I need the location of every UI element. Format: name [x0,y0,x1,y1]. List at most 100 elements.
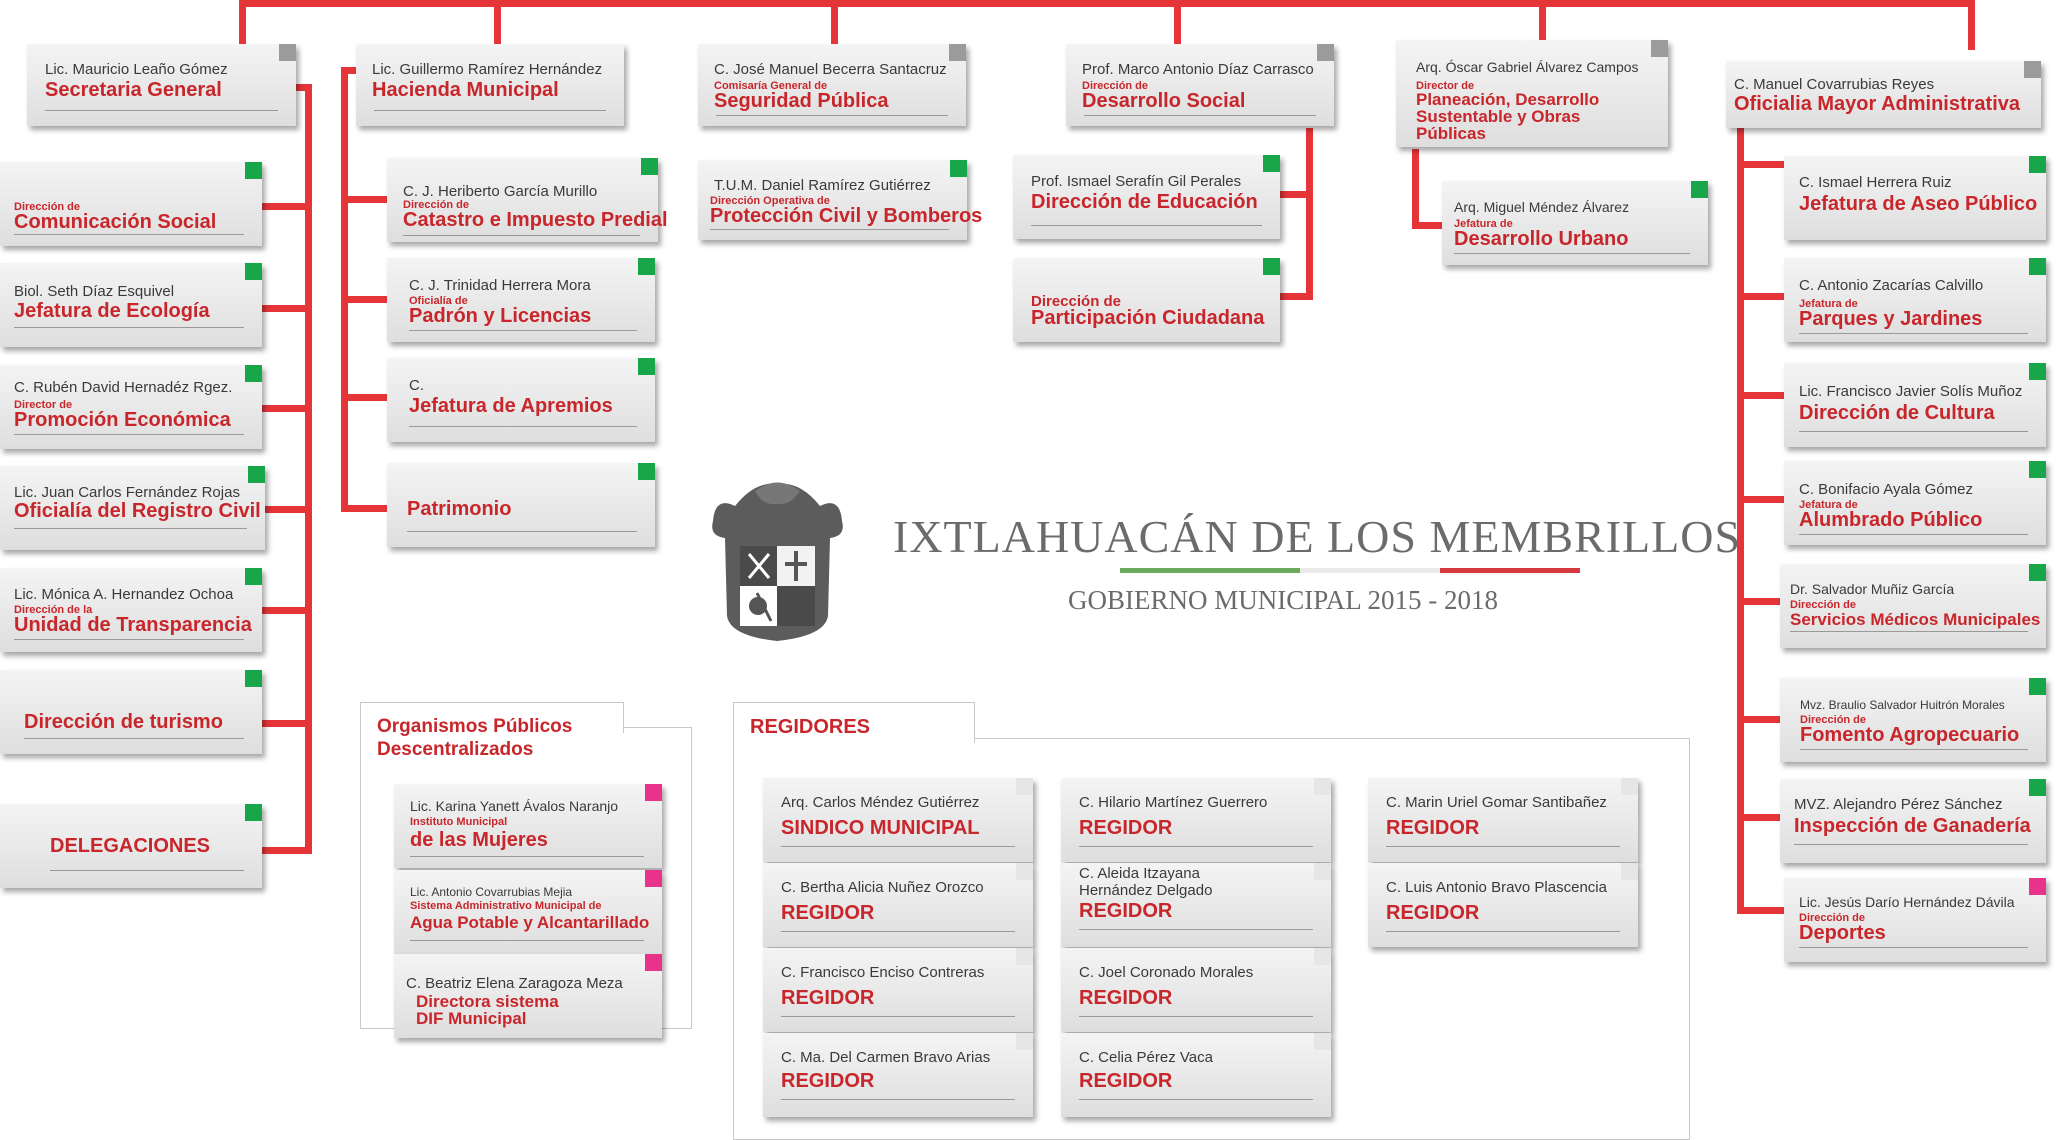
grey-marker [279,44,296,61]
box-name: Lic. Mauricio Leaño Gómez [45,61,228,78]
municipality-subtitle: GOBIERNO MUNICIPAL 2015 - 2018 [1068,585,1499,615]
regidor-name: C. Ma. Del Carmen Bravo Arias [781,1049,991,1066]
grey-marker [1621,863,1638,880]
green-marker [245,804,262,821]
green-marker [638,463,655,480]
underline [1031,225,1262,226]
underline [1794,844,2028,845]
regidor-card: C. Hilario Martínez Guerrero REGIDOR [1061,778,1331,862]
underline [410,940,644,941]
underline [409,330,637,331]
underline [403,235,640,236]
connector [262,305,312,312]
green-marker [245,263,262,280]
regidor-card: Arq. Carlos Méndez Gutiérrez SINDICO MUN… [763,778,1033,862]
box-catastro: C. J. Heriberto García Murillo Dirección… [387,158,668,242]
underline [1386,846,1620,847]
connector [239,0,246,50]
regidor-card: C. Ma. Del Carmen Bravo Arias REGIDOR [763,1033,1033,1117]
green-marker [2029,678,2046,695]
box-title: Hacienda Municipal [372,79,559,101]
box-aseo-publico: C. Ismael Herrera Ruiz Jefatura de Aseo … [1784,156,2046,240]
box-alumbrado-publico: C. Bonifacio Ayala Gómez Jefatura de Alu… [1784,461,2046,545]
box-name: MVZ. Alejandro Pérez Sánchez [1794,796,2003,813]
box-title: Dirección de Cultura [1799,402,1995,424]
underline [781,1016,1015,1017]
box-title: Seguridad Pública [714,90,889,112]
box-oficialia-mayor: C. Manuel Covarrubias Reyes Oficialia Ma… [1726,61,2041,128]
underline [1799,333,2028,334]
box-name: Prof. Marco Antonio Díaz Carrasco [1082,61,1314,78]
green-marker [2029,258,2046,275]
box-agua-potable: Lic. Antonio Covarrubias Mejia Sistema A… [394,870,662,954]
regidor-name: Arq. Carlos Méndez Gutiérrez [781,794,980,811]
box-hacienda-municipal: Lic. Guillermo Ramírez Hernández Haciend… [356,44,624,126]
box-name: Lic. Jesús Darío Hernández Dávila [1799,894,2015,910]
box-name: Arq. Óscar Gabriel Álvarez Campos [1416,59,1639,75]
connector [1280,293,1313,300]
connector [262,405,312,412]
box-subtitle: Jefatura de [1454,218,1513,230]
underline [14,639,244,640]
pink-marker [645,954,662,971]
box-subtitle: Instituto Municipal [410,816,508,828]
box-delegaciones: DELEGACIONES [0,804,262,888]
box-subtitle: Dirección de [1799,912,1866,924]
box-title: Directora sistema DIF Municipal [416,992,559,1028]
box-title: Dirección de turismo [24,711,223,733]
regidor-name: C. Celia Pérez Vaca [1079,1049,1213,1066]
green-marker [2029,156,2046,173]
regidor-role: REGIDOR [1079,817,1173,839]
box-desarrollo-urbano: Arq. Miguel Méndez Álvarez Jefatura de D… [1442,181,1708,265]
box-name: Dr. Salvador Muñiz García [1790,581,1955,597]
coat-of-arms-icon [712,482,843,641]
underline [1386,931,1620,932]
box-title: Servicios Médicos Municipales [1790,610,2041,629]
box-name: T.U.M. Daniel Ramírez Gutiérrez [714,177,931,194]
underline [1079,1016,1313,1017]
box-title: Jefatura de Apremios [409,395,613,417]
grey-marker [1621,778,1638,795]
box-patrimonio: Patrimonio [387,463,655,547]
box-title: Desarrollo Social [1082,90,1246,112]
grey-marker [949,44,966,61]
box-title: Promoción Económica [14,409,231,431]
box-subtitle: Dirección de [1082,80,1149,92]
underline [716,115,948,116]
box-title: Parques y Jardines [1799,308,1983,330]
box-subtitle: Dirección de [1790,599,1857,611]
underline [14,327,244,328]
regidores-tab: REGIDORES [733,702,975,743]
regidor-card: C. Marin Uriel Gomar Santibañez REGIDOR [1368,778,1638,862]
box-name: Lic. Antonio Covarrubias Mejia [410,885,573,899]
box-name: Lic. Juan Carlos Fernández Rojas [14,484,240,501]
box-fomento-agropecuario: Mvz. Braulio Salvador Huitrón Morales Di… [1780,678,2046,762]
underline [781,931,1015,932]
box-title: Agua Potable y Alcantarillado [410,913,650,932]
underline [407,531,637,532]
underline [710,229,949,230]
connector [341,67,357,74]
connector [1737,496,1784,503]
box-subtitle: Jefatura de [1799,298,1858,310]
regidor-name: C. Luis Antonio Bravo Plascencia [1386,879,1607,896]
green-marker [245,365,262,382]
underline [410,856,644,857]
regidores-heading: REGIDORES [750,716,871,738]
connector [494,0,501,50]
box-name: Lic. Francisco Javier Solís Muñoz [1799,383,2023,400]
green-marker [245,162,262,179]
box-title: DELEGACIONES [50,835,211,857]
regidor-role: SINDICO MUNICIPAL [781,817,980,839]
box-comunicacion-social: Dirección de Comunicación Social [0,162,262,246]
underline [781,1099,1015,1100]
grey-marker [1016,1033,1033,1050]
underline [1084,115,1316,116]
flag-stripe-red [1440,568,1580,573]
box-parques-jardines: C. Antonio Zacarías Calvillo Jefatura de… [1784,258,2046,342]
connector [341,394,387,401]
connector [1539,0,1546,50]
connector [341,67,348,512]
box-cultura: Lic. Francisco Javier Solís Muñoz Direcc… [1784,363,2046,447]
pink-marker [645,784,662,801]
